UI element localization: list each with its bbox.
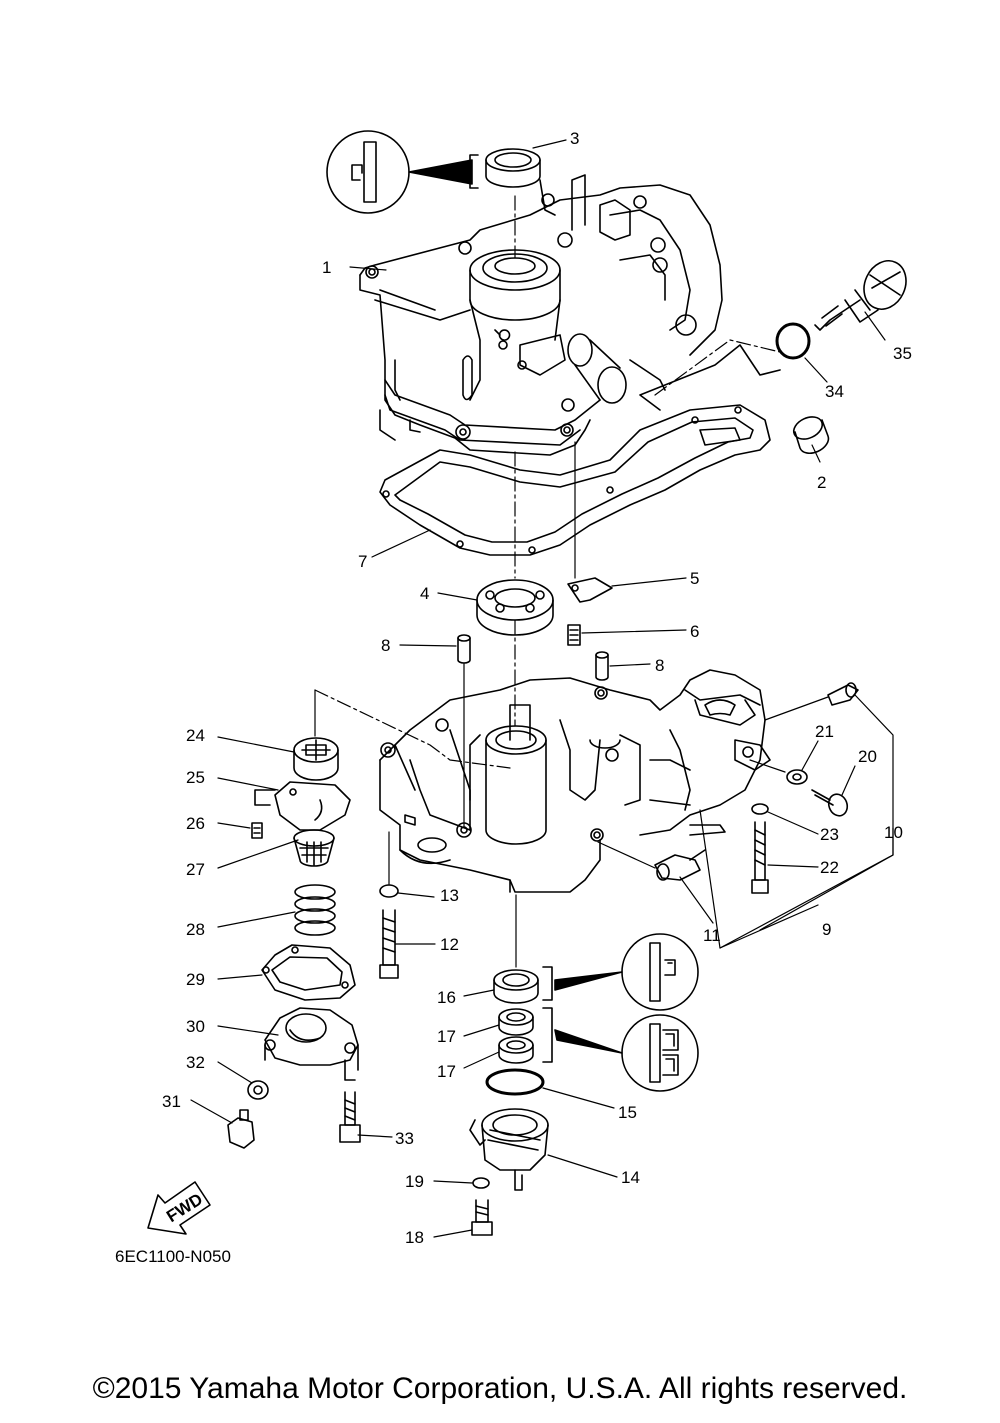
part-31-bolt	[227, 1109, 255, 1149]
seal-detail-circle-top	[326, 130, 479, 214]
callout-18: 18	[405, 1228, 424, 1247]
part-11-fitting	[654, 849, 706, 881]
callout-26: 26	[186, 814, 205, 833]
assembly-bracket	[699, 694, 894, 949]
part-17-oil-seal-upper	[498, 1008, 534, 1036]
callout-12: 12	[440, 935, 459, 954]
callout-22: 22	[820, 858, 839, 877]
part-5-plate	[567, 577, 613, 603]
fwd-arrow-icon	[147, 1181, 211, 1235]
callout-27: 27	[186, 860, 205, 879]
part-14-seal-housing	[469, 1108, 549, 1191]
callout-34: 34	[825, 382, 844, 401]
callout-35: 35	[893, 344, 912, 363]
part-28-spring	[294, 884, 336, 936]
callout-33: 33	[395, 1129, 414, 1148]
callout-17-lower: 17	[437, 1062, 456, 1081]
part-22-long-bolt	[751, 821, 769, 894]
callout-8-right: 8	[655, 656, 664, 675]
part-9-crankcase-lower	[379, 669, 771, 893]
fwd-label: FWD	[163, 1189, 206, 1226]
callout-19: 19	[405, 1172, 424, 1191]
part-19-washer	[472, 1177, 490, 1189]
part-21-washer	[786, 769, 808, 785]
callout-31: 31	[162, 1092, 181, 1111]
callout-17-upper: 17	[437, 1027, 456, 1046]
part-15-o-ring	[485, 1068, 545, 1096]
part-8-dowel-left	[457, 634, 471, 664]
callout-10: 10	[884, 823, 903, 842]
callout-8-left: 8	[381, 636, 390, 655]
part-18-bolt	[471, 1199, 493, 1236]
part-29-gasket	[261, 944, 356, 1001]
seal-detail-circle-16	[554, 933, 699, 1011]
callout-4: 4	[420, 584, 429, 603]
callout-29: 29	[186, 970, 205, 989]
seal-detail-circle-17	[554, 1014, 699, 1092]
part-7-gasket	[379, 404, 771, 556]
callout-30: 30	[186, 1017, 205, 1036]
diagram-code: 6EC1100-N050	[115, 1247, 231, 1266]
callout-6: 6	[690, 622, 699, 641]
part-10-bolt	[827, 682, 859, 706]
part-32-washer	[247, 1080, 269, 1100]
part-12-long-bolt	[379, 909, 399, 979]
callout-1: 1	[322, 258, 331, 277]
callout-5: 5	[690, 569, 699, 588]
callout-20: 20	[858, 747, 877, 766]
callout-2: 2	[817, 473, 826, 492]
part-13-washer	[379, 884, 399, 898]
callout-28: 28	[186, 920, 205, 939]
callout-3: 3	[570, 129, 579, 148]
part-20-bolt	[811, 789, 849, 817]
part-17-oil-seal-lower	[498, 1036, 534, 1064]
part-3-oil-seal	[485, 148, 541, 188]
callout-32: 32	[186, 1053, 205, 1072]
part-6-bolt	[567, 624, 581, 646]
breather-hose	[639, 344, 781, 411]
copyright-notice: ©2015 Yamaha Motor Corporation, U.S.A. A…	[92, 1372, 908, 1405]
callout-24: 24	[186, 726, 205, 745]
part-26-screw	[251, 822, 263, 839]
part-27-strainer	[293, 829, 335, 867]
callout-11: 11	[703, 926, 721, 945]
callout-14: 14	[621, 1168, 640, 1187]
part-35-oil-plug	[814, 260, 907, 331]
callout-23: 23	[820, 825, 839, 844]
part-16-oil-seal	[493, 969, 539, 1004]
part-30-housing	[264, 1007, 359, 1081]
part-33-bolt	[339, 1091, 361, 1143]
part-1-crankcase-upper	[359, 174, 723, 456]
callout-25: 25	[186, 768, 205, 787]
part-24-cap	[293, 737, 339, 781]
part-23-washer	[751, 803, 769, 815]
callout-7: 7	[358, 552, 367, 571]
callout-9: 9	[822, 920, 831, 939]
callout-21: 21	[815, 722, 834, 741]
part-4-bearing	[476, 579, 554, 636]
callout-16: 16	[437, 988, 456, 1007]
callout-13: 13	[440, 886, 459, 905]
part-34-o-ring	[775, 322, 811, 360]
part-2-bushing	[792, 416, 830, 455]
part-8-dowel-right	[595, 651, 609, 681]
callout-15: 15	[618, 1103, 637, 1122]
part-25-plate	[274, 781, 351, 831]
